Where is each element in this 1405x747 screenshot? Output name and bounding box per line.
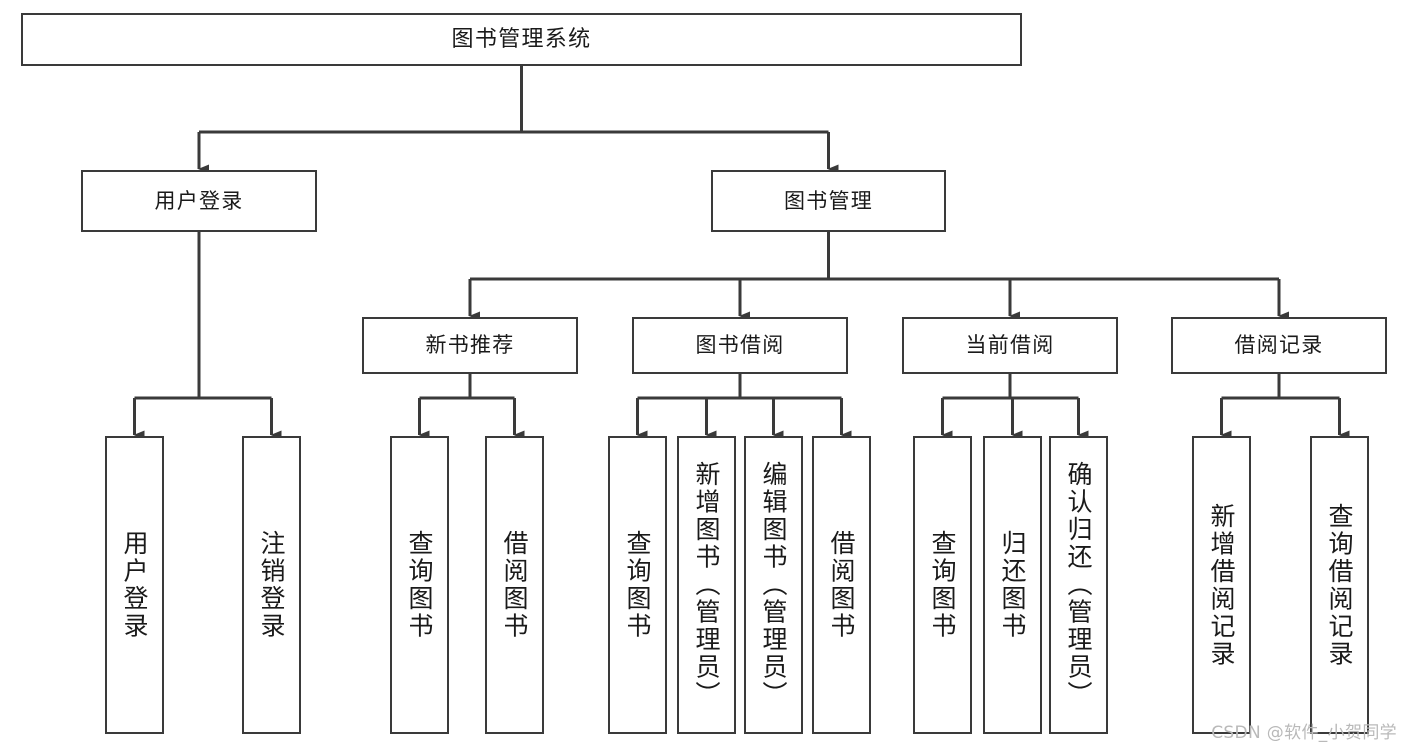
node-user-login[interactable]: 用户登录 (81, 170, 317, 232)
node-label: 注销登录 (257, 530, 286, 640)
node-leaf-return-book[interactable]: 归还图书 (983, 436, 1042, 734)
node-label: 新增借阅记录 (1207, 502, 1236, 668)
node-leaf-query-record[interactable]: 查询借阅记录 (1310, 436, 1369, 734)
node-label: 借阅记录 (1234, 333, 1324, 358)
node-label: 查询图书 (623, 530, 652, 640)
node-label: 查询借阅记录 (1325, 502, 1354, 668)
node-label: 借阅图书 (827, 530, 856, 640)
node-label: 查询图书 (928, 530, 957, 640)
node-leaf-query-book-rec[interactable]: 查询图书 (390, 436, 449, 734)
node-label: 新增图书（管理员） (692, 461, 721, 709)
node-label: 确认归还（管理员） (1064, 461, 1093, 709)
node-leaf-borrow-book-rec[interactable]: 借阅图书 (485, 436, 544, 734)
node-label: 查询图书 (405, 530, 434, 640)
node-label: 图书借阅 (695, 333, 785, 358)
node-leaf-query-book-borrow[interactable]: 查询图书 (608, 436, 667, 734)
node-leaf-query-book-cur[interactable]: 查询图书 (913, 436, 972, 734)
node-book-manage[interactable]: 图书管理 (711, 170, 946, 232)
node-label: 用户登录 (154, 188, 244, 213)
node-leaf-confirm-return[interactable]: 确认归还（管理员） (1049, 436, 1108, 734)
node-leaf-user-login[interactable]: 用户登录 (105, 436, 164, 734)
node-label: 当前借阅 (965, 333, 1055, 358)
node-label: 用户登录 (120, 530, 149, 640)
node-new-book-recommend[interactable]: 新书推荐 (362, 317, 578, 374)
node-leaf-edit-book[interactable]: 编辑图书（管理员） (744, 436, 803, 734)
node-leaf-borrow-book[interactable]: 借阅图书 (812, 436, 871, 734)
node-current-borrow[interactable]: 当前借阅 (902, 317, 1118, 374)
node-label: 编辑图书（管理员） (759, 461, 788, 709)
node-leaf-logout[interactable]: 注销登录 (242, 436, 301, 734)
node-leaf-add-record[interactable]: 新增借阅记录 (1192, 436, 1251, 734)
node-label: 图书管理系统 (451, 26, 592, 52)
node-label: 图书管理 (783, 188, 874, 213)
node-label: 借阅图书 (500, 530, 529, 640)
node-book-borrow[interactable]: 图书借阅 (632, 317, 848, 374)
node-borrow-record[interactable]: 借阅记录 (1171, 317, 1387, 374)
node-label: 归还图书 (998, 530, 1027, 640)
node-leaf-add-book[interactable]: 新增图书（管理员） (677, 436, 736, 734)
node-label: 新书推荐 (425, 333, 515, 358)
watermark-text: CSDN @软件_小贺同学 (1211, 723, 1397, 743)
node-root-system[interactable]: 图书管理系统 (21, 13, 1022, 66)
edges-group (133, 66, 1350, 440)
